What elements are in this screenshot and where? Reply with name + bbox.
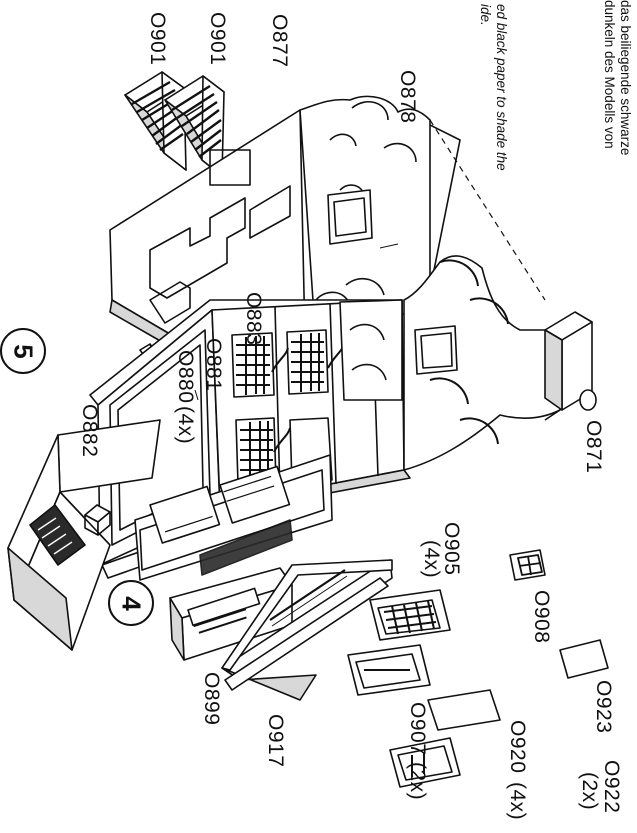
label-o917: O917 — [264, 714, 287, 768]
label-o871: O871 — [582, 420, 605, 474]
label-o883: O883 — [242, 292, 265, 346]
label-o905: O905 — [440, 522, 463, 576]
part-o901-a — [124, 71, 187, 171]
instruction-en-line2: ide. — [478, 4, 493, 26]
part-o922 — [389, 737, 461, 788]
part-o907 — [347, 644, 431, 696]
label-o907: O907 — [406, 702, 429, 756]
label-o881: O881 — [202, 338, 225, 392]
part-o917 — [221, 559, 393, 701]
label-o920: O920 — [506, 720, 529, 774]
instruction-de-line2: dunkeln des Modells von — [602, 0, 617, 149]
part-o899 — [169, 567, 293, 661]
part-o923 — [559, 639, 609, 679]
label-o922-qty: (2x) — [578, 772, 601, 811]
instruction-en-line1: ed black paper to shade the — [494, 4, 509, 171]
part-o871-gable — [403, 255, 597, 471]
step-4-marker: 4 — [108, 580, 154, 626]
label-o905-qty: (4x) — [420, 540, 443, 579]
step-5-number: 5 — [8, 343, 39, 359]
part-o901-b — [164, 75, 225, 177]
part-o905 — [369, 589, 451, 641]
label-o908: O908 — [530, 590, 553, 644]
label-o920-qty: (4x) — [506, 782, 529, 821]
label-o880: O880 — [174, 350, 197, 404]
label-o923: O923 — [592, 680, 615, 734]
label-o882: O882 — [78, 404, 101, 458]
label-o907-qty: (2x) — [406, 762, 429, 801]
step-5-marker: 5 — [0, 328, 46, 374]
label-o877: O877 — [268, 14, 291, 68]
label-o901-a: O901 — [146, 12, 169, 66]
label-o901-b: O901 — [206, 12, 229, 66]
part-o920 — [427, 689, 501, 731]
label-o880-qty: (4x) — [174, 406, 197, 445]
instruction-de-line1: das beiliegende schwarze — [618, 0, 633, 156]
step-4-number: 4 — [116, 595, 147, 611]
part-step5-base — [7, 419, 161, 651]
label-o922: O922 — [600, 760, 623, 814]
part-o878-gable — [299, 95, 546, 332]
label-o878: O878 — [396, 70, 419, 124]
part-shopfront — [101, 454, 333, 581]
label-o899: O899 — [200, 672, 223, 726]
part-o908 — [509, 549, 546, 581]
